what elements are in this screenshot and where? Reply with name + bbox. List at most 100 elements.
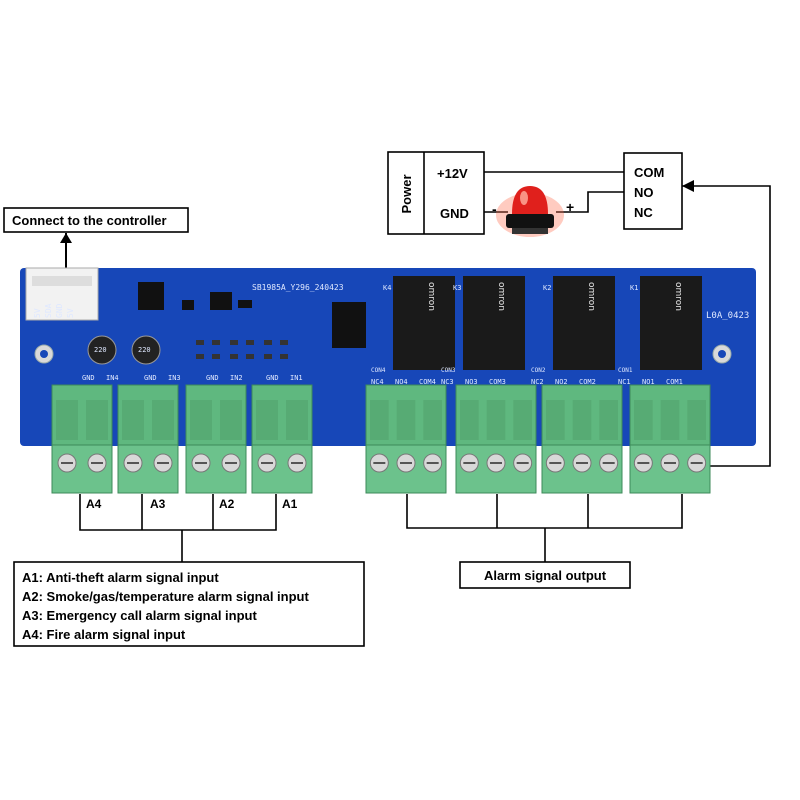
wire-beacon-to-no [556,191,624,213]
input-gnd-label-4: GND [82,374,95,382]
voltage-regulator [138,282,164,310]
relay-com-silk: COM4 [419,378,436,386]
terminal-blocks [51,384,711,494]
input-brackets: A4 A3 A2 A1 [79,494,298,562]
capacitor-1-value: 220 [94,346,107,354]
relay-com-silk: COM3 [489,378,506,386]
power-box: Power +12V GND [387,151,485,235]
relay-body [463,276,525,370]
relay-con-label: CON3 [441,367,456,374]
connector-pin-2: SDA [44,303,53,318]
relay-no-silk: NO4 [395,378,408,386]
input-bracket-outer [79,494,277,531]
relay-com-silk: COM2 [579,378,596,386]
relay-brand: omron [426,282,436,311]
output-terminal-1 [629,384,711,494]
relay-body [553,276,615,370]
relay-brand: omron [586,282,596,311]
power-title: Power [399,174,414,213]
input-label-a4: A4 [86,497,102,511]
relay-id: K1 [630,284,638,292]
logic-ic [332,302,366,348]
input-terminal-a1 [251,384,313,494]
relay-body [640,276,702,370]
relay-com-silk: COM1 [666,378,683,386]
input-terminal-label-2: IN2 [230,374,243,382]
relay-no-silk: NO3 [465,378,478,386]
relay-box-frame [623,152,683,230]
relay-box-arrow-head [682,180,694,192]
connector-pin-3: GND [55,303,64,318]
capacitor-2 [131,335,161,365]
power-plus-label: +12V [437,166,468,181]
connector-pin-4: 5V [66,308,75,318]
relay-nc-silk: NC1 [618,378,631,386]
legend-a1: A1: Anti-theft alarm signal input [22,570,219,585]
relay-id: K3 [453,284,461,292]
output-label-box [459,561,631,589]
beacon-highlight [520,191,528,205]
relay-com-label: COM [634,165,664,180]
controller-callout: Connect to the controller [3,207,189,270]
relay-con-label: CON1 [618,367,633,374]
relay-nc-silk: NC4 [371,378,384,386]
smd-components [196,340,288,359]
input-legend: A1: Anti-theft alarm signal input A2: Sm… [13,561,365,647]
beacon-minus-label: - [492,201,497,217]
capacitor-2-value: 220 [138,346,151,354]
controller-arrow-head [60,233,72,243]
capacitor-1 [87,335,117,365]
output-terminal-4 [365,384,447,494]
relay-brand: omron [496,282,506,311]
beacon-foot [512,228,548,234]
output-label: Alarm signal output [484,568,607,583]
beacon-plus-label: + [566,199,574,215]
power-gnd-label: GND [440,206,469,221]
input-label-a2: A2 [219,497,235,511]
output-terminal-2 [541,384,623,494]
board-model: L0A_0423 [706,311,749,321]
input-terminal-a3 [117,384,179,494]
input-gnd-label-3: GND [144,374,157,382]
relay-body [393,276,455,370]
input-terminal-label-3: IN3 [168,374,181,382]
input-terminal-label-4: IN4 [106,374,119,382]
input-label-a3: A3 [150,497,166,511]
wire-com1-to-relay-box [682,185,771,467]
output-bracket: Alarm signal output [406,494,683,589]
beacon-base [506,214,554,228]
relay-no-label: NO [634,185,654,200]
input-terminal-a4 [51,384,113,494]
input-gnd-label-2: GND [206,374,219,382]
board-code: SB1985A_Y296_240423 [252,283,344,292]
relay-nc-label: NC [634,205,653,220]
connector-pin-1: 5V [33,308,42,318]
relay-nc-silk: NC2 [531,378,544,386]
power-box-frame [387,151,485,235]
beacon-dome [512,186,548,214]
output-terminal-3 [455,384,537,494]
relay-id: K2 [543,284,551,292]
legend-a2: A2: Smoke/gas/temperature alarm signal i… [22,589,309,604]
relay-con-label: CON2 [531,367,546,374]
input-terminal-label-1: IN1 [290,374,303,382]
relay-brand: omron [673,282,683,311]
alarm-beacon: - + [492,186,574,237]
controller-label-box [3,207,189,233]
relay-nc-silk: NC3 [441,378,454,386]
relay-no-silk: NO2 [555,378,568,386]
relay-no-silk: NO1 [642,378,655,386]
legend-a3: A3: Emergency call alarm signal input [22,608,257,623]
input-label-a1: A1 [282,497,298,511]
relay-id: K4 [383,284,391,292]
legend-a4: A4: Fire alarm signal input [22,627,186,642]
relay-con-label: CON4 [371,367,386,374]
controller-label: Connect to the controller [12,213,167,228]
relay-output-box: COM NO NC [623,152,683,230]
input-terminal-a2 [185,384,247,494]
